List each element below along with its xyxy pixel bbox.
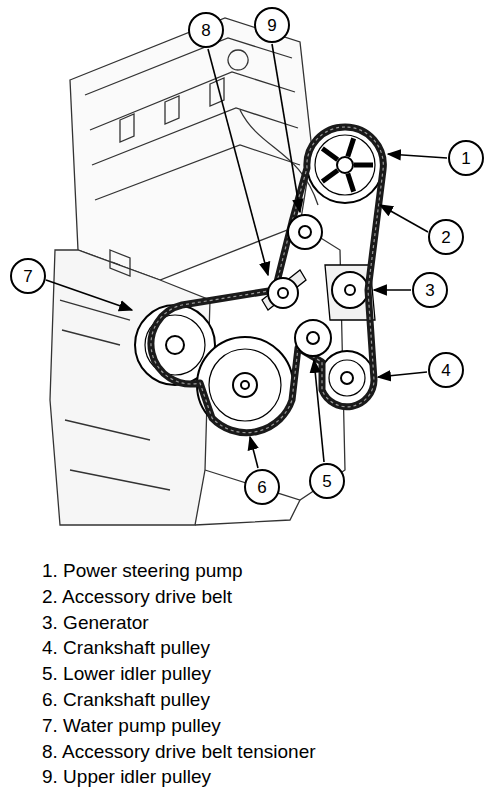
pulley-rim <box>288 215 322 249</box>
pulley-face <box>209 349 281 421</box>
cam-cover-rib <box>90 72 295 130</box>
pulley-bolt <box>241 381 249 389</box>
callout-number-text: 7 <box>23 268 32 285</box>
leader-line <box>272 44 300 212</box>
pulley-hub <box>341 372 353 384</box>
part-list-item: 4. Crankshaft pulley <box>42 637 210 660</box>
callout-number-text: 2 <box>441 229 450 246</box>
pulley-rim <box>295 320 331 356</box>
tensioner-pulley <box>268 278 298 308</box>
callout-number: 2 <box>428 219 464 255</box>
pulley-spoke <box>322 149 337 160</box>
leader-line <box>314 360 324 462</box>
pulley-hub <box>337 157 353 173</box>
callout-number-text: 6 <box>257 479 266 496</box>
lifting-eye <box>228 50 248 70</box>
part-list-item: 3. Generator <box>42 612 149 635</box>
leader-line <box>46 280 132 310</box>
callout-number-text: 9 <box>267 17 276 34</box>
callout-number-text: 1 <box>461 150 470 167</box>
pulleys <box>135 127 383 433</box>
leader-line <box>208 49 268 275</box>
engine-block <box>50 18 345 525</box>
callout-number: 3 <box>412 272 448 308</box>
spark-plug-well <box>165 96 179 124</box>
pulley-face <box>329 360 365 396</box>
tensioner-hub <box>278 288 288 298</box>
belt <box>151 127 383 433</box>
spark-plug-well <box>120 114 134 142</box>
pulley-hub <box>299 226 311 238</box>
callout-number: 4 <box>428 352 464 388</box>
engine-block-lower <box>50 250 210 525</box>
generator-pulley <box>332 272 368 308</box>
lower-idler-pulley <box>295 320 331 356</box>
callout-number-text: 8 <box>201 22 210 39</box>
part-list-item: 2. Accessory drive belt <box>42 586 232 609</box>
oil-pan <box>195 500 300 525</box>
cam-cover-rib <box>85 38 292 95</box>
pulley-spoke <box>354 163 373 168</box>
callout-number: 7 <box>10 258 46 294</box>
callout-number-text: 5 <box>322 473 331 490</box>
belt-ribs <box>151 127 383 433</box>
accessory-drive-belt <box>151 127 383 433</box>
idlers <box>262 215 331 356</box>
bracket <box>110 250 130 276</box>
leader-line <box>250 437 258 468</box>
callout-number: 6 <box>244 469 280 505</box>
leader-line <box>378 372 427 377</box>
callout-number: 9 <box>254 7 290 43</box>
part-list-item: 5. Lower idler pulley <box>42 663 211 686</box>
pulley-face <box>315 135 375 195</box>
part-list-item: 8. Accessory drive belt tensioner <box>42 741 316 764</box>
pulley-hub <box>166 336 184 354</box>
callout-number-text: 3 <box>425 282 434 299</box>
pulley-hub <box>307 332 319 344</box>
leader-line <box>374 289 411 291</box>
callout-number: 8 <box>188 12 224 48</box>
leader-line <box>388 154 447 158</box>
pulley-spokes <box>322 138 373 191</box>
pulley-spoke <box>322 170 337 181</box>
belt-tensioner <box>262 270 306 310</box>
part-list-item: 7. Water pump pulley <box>42 715 221 738</box>
part-list-item: 1. Power steering pump <box>42 560 243 583</box>
pulley-spoke <box>348 138 354 156</box>
cam-cover-rib <box>95 145 300 200</box>
upper-idler-pulley <box>288 215 322 249</box>
tensioner-arm <box>262 270 306 310</box>
part-list-item: 6. Crankshaft pulley <box>42 689 210 712</box>
part-list-item: 9. Upper idler pulley <box>42 766 211 787</box>
callout-number-text: 4 <box>441 362 450 379</box>
leader-lines <box>46 44 447 468</box>
generator-hub <box>345 285 355 295</box>
cam-cover-rib <box>92 108 298 165</box>
callout-number: 5 <box>309 463 345 499</box>
leader-line <box>380 205 428 232</box>
pulley-hub <box>233 373 257 397</box>
pulley-spoke <box>348 174 354 192</box>
callout-number: 1 <box>448 140 484 176</box>
